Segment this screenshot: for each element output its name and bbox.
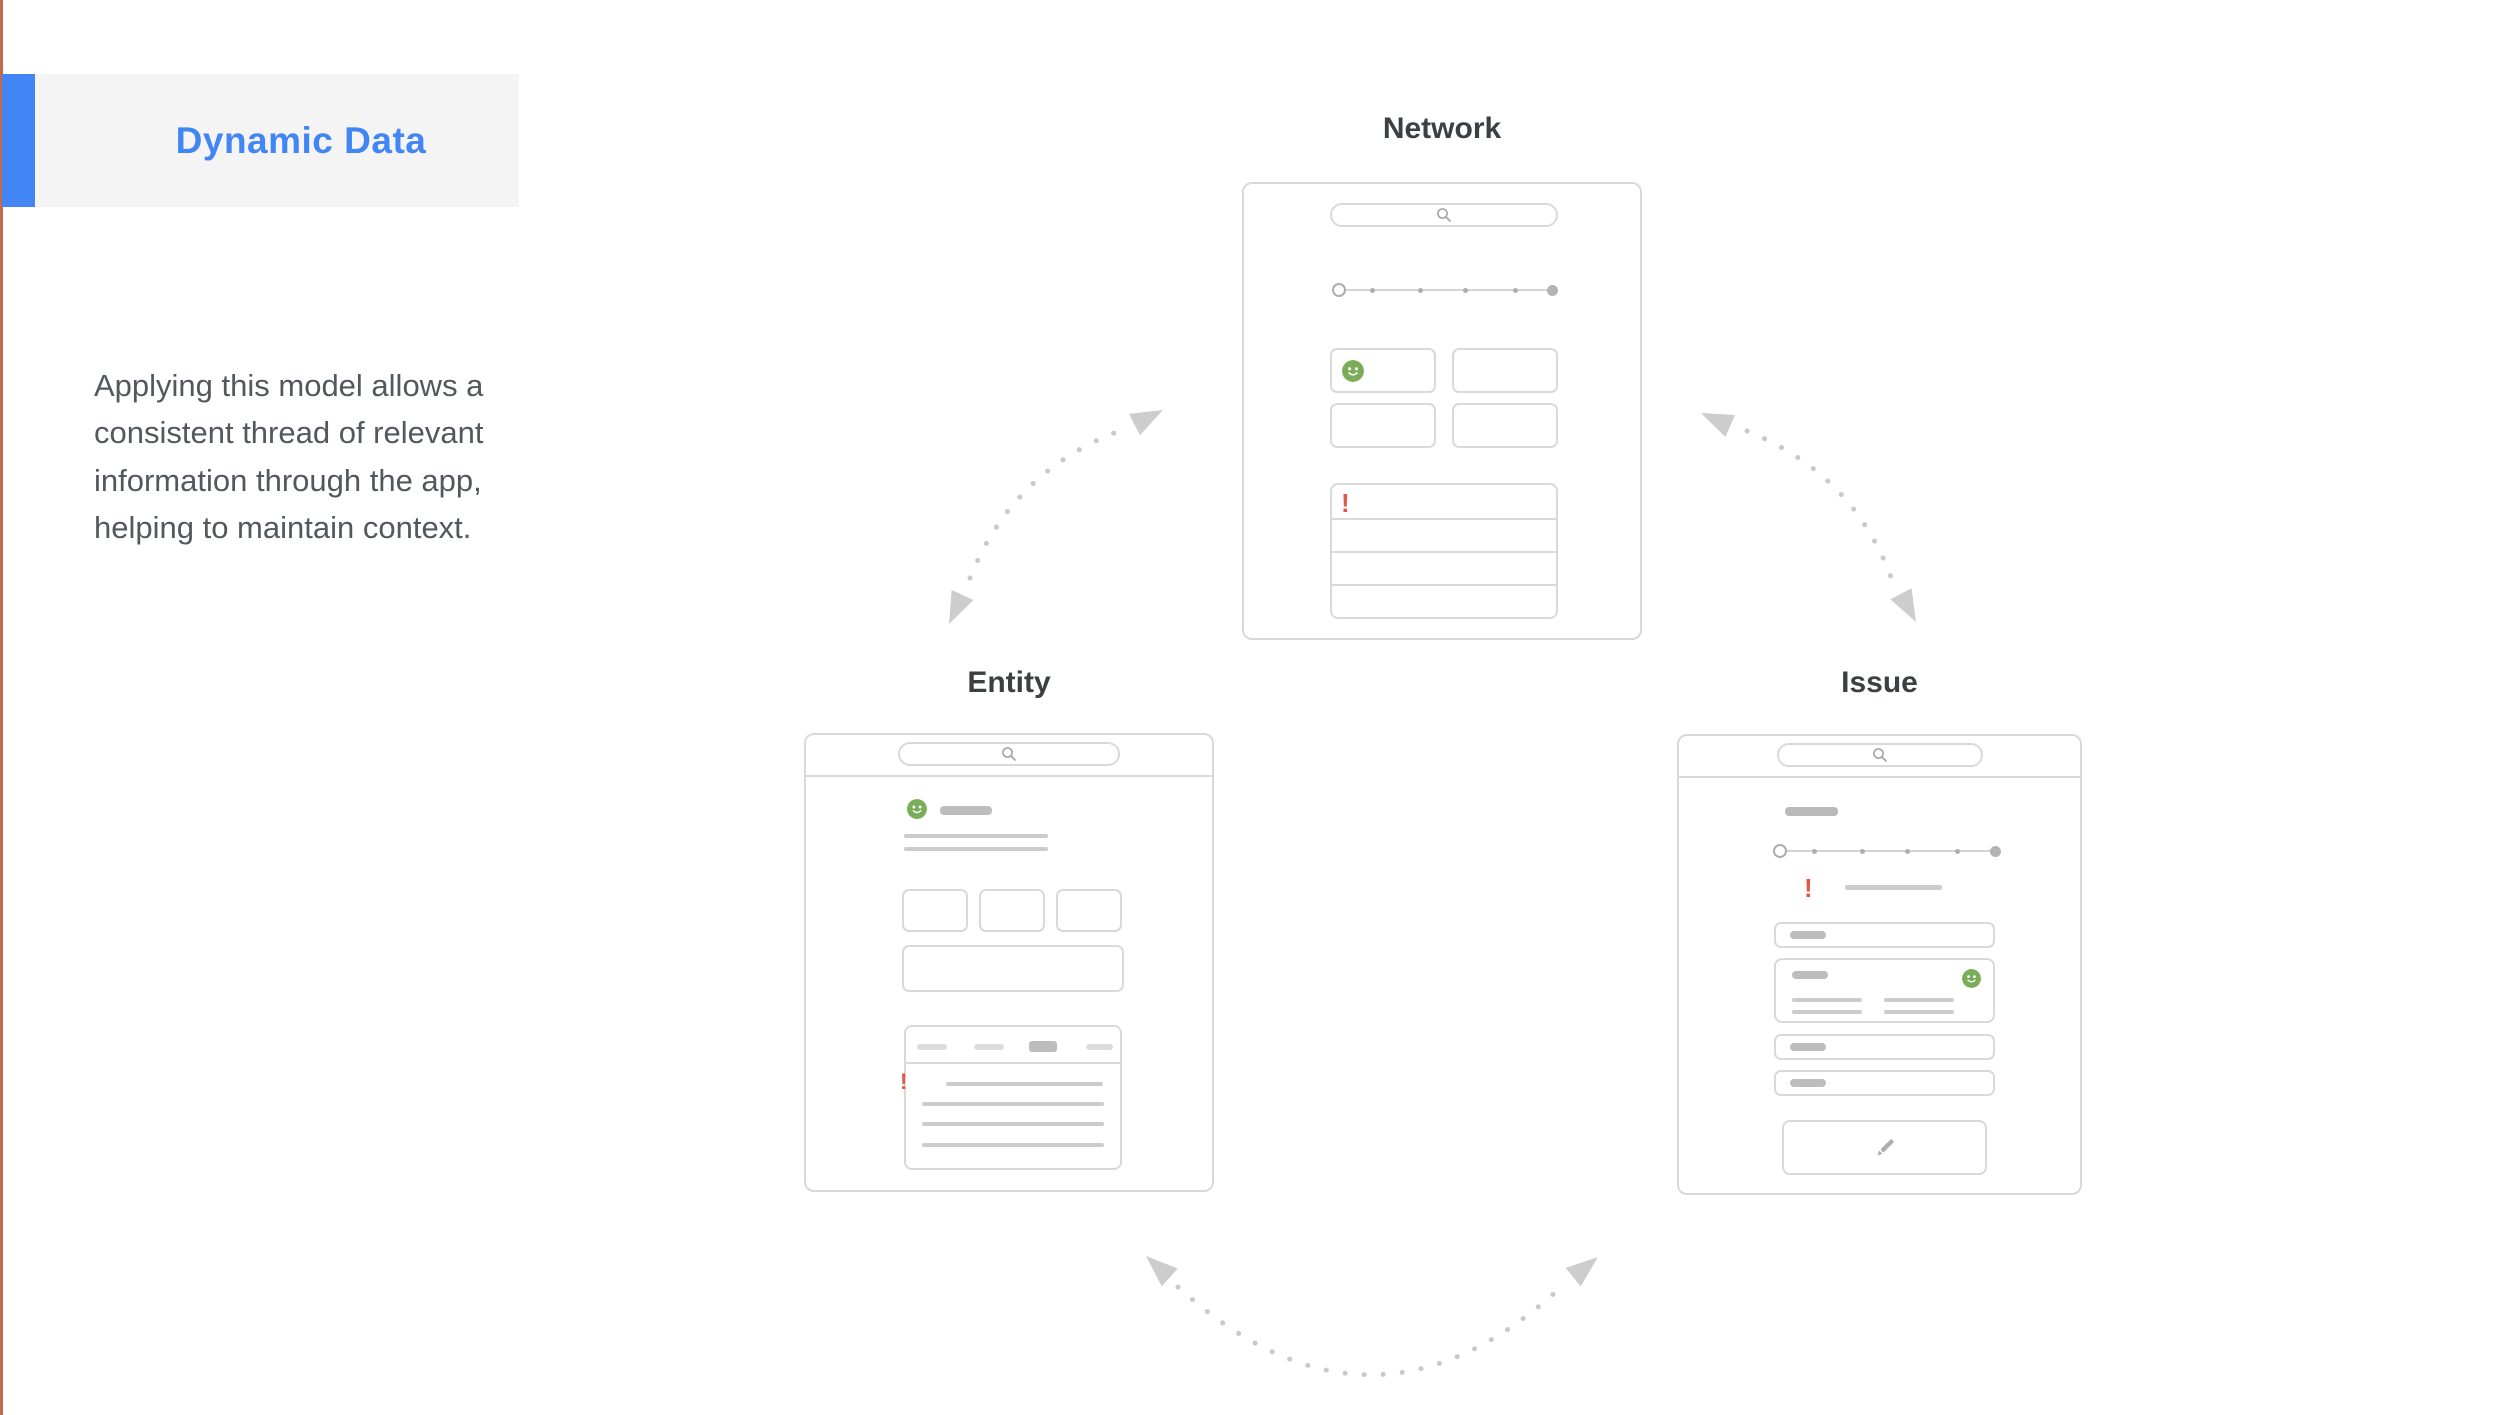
search-bar	[1776, 743, 1983, 767]
arrowhead	[1146, 1256, 1178, 1287]
list-table: !	[1330, 483, 1558, 619]
label-placeholder-bar	[1792, 971, 1828, 979]
tag-body: Dynamic Data	[35, 74, 519, 207]
edit-button	[1782, 1120, 1987, 1175]
field-card	[1774, 1070, 1995, 1096]
table-row: !	[1332, 485, 1556, 518]
tab	[1086, 1044, 1113, 1050]
node-title-issue: Issue	[1841, 666, 1918, 699]
arrowhead	[1701, 413, 1736, 437]
search-icon	[1872, 748, 1887, 762]
avatar-icon	[1342, 359, 1364, 382]
wireframe-network: !	[1242, 182, 1642, 640]
arrowhead	[1129, 410, 1163, 436]
search-bar	[1330, 203, 1558, 227]
edit-icon	[1876, 1138, 1894, 1156]
tabbed-detail-card: !	[900, 1025, 1122, 1170]
grid-card	[1452, 348, 1558, 393]
label-placeholder-bar	[1790, 931, 1826, 939]
text-placeholder-line	[1884, 998, 1954, 1002]
arrow-network-issue	[1744, 428, 1895, 583]
name-placeholder-bar	[940, 806, 992, 815]
chip-card	[902, 889, 968, 932]
table-row	[1332, 551, 1556, 584]
summary-card	[902, 945, 1124, 992]
chip-card	[1056, 889, 1122, 932]
text-placeholder-line	[904, 834, 1048, 838]
avatar-icon	[1962, 969, 1981, 988]
grid-card	[1330, 403, 1436, 448]
text-placeholder-line	[922, 1102, 1104, 1106]
label-placeholder-bar	[1790, 1079, 1826, 1087]
text-placeholder-line	[922, 1143, 1104, 1147]
progress-stepper	[1773, 843, 2001, 859]
node-title-network: Network	[1382, 112, 1502, 145]
detail-card	[1774, 958, 1995, 1023]
avatar-icon	[907, 799, 927, 819]
node-title-entity: Entity	[967, 666, 1051, 699]
tab	[917, 1044, 947, 1050]
text-placeholder-line	[946, 1082, 1103, 1086]
search-icon	[1437, 208, 1451, 222]
wireframe-issue: !	[1677, 734, 2082, 1195]
wireframe-entity: !	[804, 733, 1214, 1192]
app-header	[1679, 736, 2080, 778]
description-text: Applying this model allows a consistent …	[94, 368, 484, 546]
section-tag-label: Dynamic Data	[175, 119, 427, 161]
card-grid	[1330, 348, 1558, 448]
label-placeholder-bar	[1790, 1043, 1826, 1051]
alert-icon: !	[1804, 873, 1813, 903]
tab	[974, 1044, 1004, 1050]
field-card	[1774, 1034, 1995, 1060]
tab-active	[1029, 1041, 1057, 1052]
app-header	[806, 735, 1212, 777]
table-row	[1332, 518, 1556, 551]
divider	[906, 1062, 1120, 1064]
grid-card	[1330, 348, 1436, 393]
alert-icon: !	[900, 1069, 908, 1094]
tag-accent-bar	[2, 74, 35, 207]
text-placeholder-line	[904, 847, 1048, 851]
search-icon	[1002, 747, 1016, 761]
text-placeholder-line	[922, 1122, 1104, 1126]
chip-card	[979, 889, 1045, 932]
text-placeholder-line	[1792, 998, 1862, 1002]
arrowhead	[1565, 1257, 1598, 1287]
arrow-network-entity	[967, 427, 1125, 581]
section-tag: Dynamic Data	[2, 74, 519, 207]
arrow-entity-issue	[1175, 1284, 1563, 1378]
text-placeholder-line	[1792, 1010, 1862, 1014]
progress-stepper	[1332, 282, 1558, 298]
grid-card	[1452, 403, 1558, 448]
title-placeholder-bar	[1785, 807, 1838, 816]
search-bar	[898, 742, 1120, 766]
chip-row	[902, 889, 1124, 932]
arrowhead	[1890, 588, 1916, 622]
table-row	[1332, 584, 1556, 617]
field-card	[1774, 922, 1995, 948]
text-placeholder-line	[1845, 885, 1942, 890]
arrowhead	[949, 589, 974, 624]
alert-icon: !	[1341, 488, 1350, 518]
text-placeholder-line	[1884, 1010, 1954, 1014]
left-edge-accent-line	[0, 0, 3, 1415]
